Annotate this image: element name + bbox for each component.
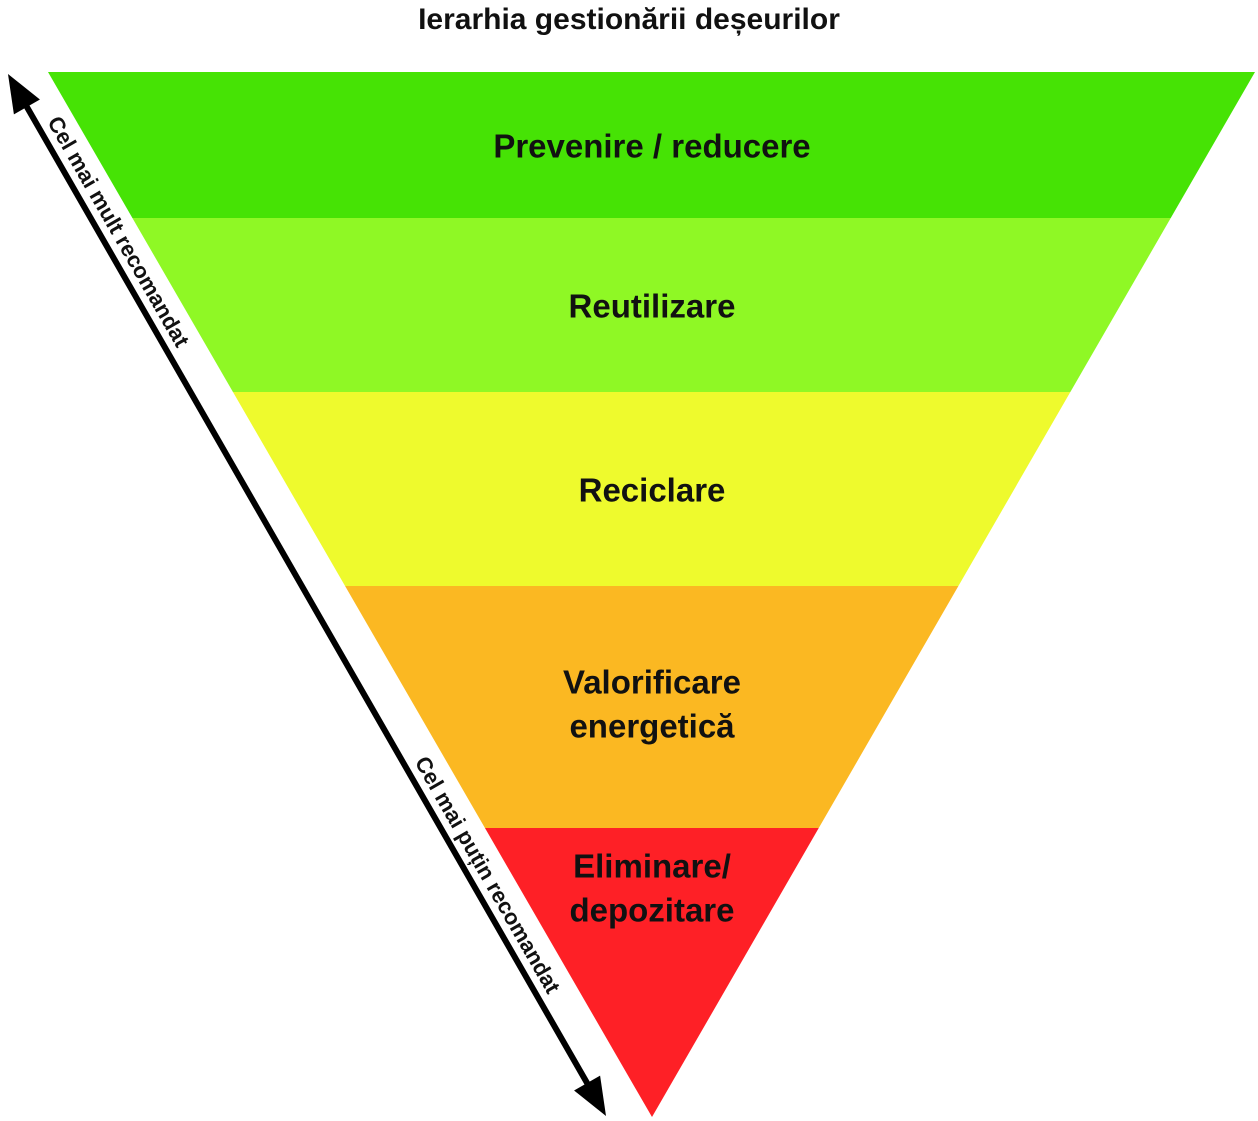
arrow-head-bottom [574,1075,606,1116]
level-label-valorificare: Valorificare [563,664,741,701]
level-label-eliminare: Eliminare/ [573,848,731,885]
level-1-band [48,72,1255,218]
pyramid-levels: Prevenire / reducereReutilizareReciclare… [48,72,1255,1117]
level-label-reciclare: Reciclare [579,472,726,509]
arrow-head-top [8,74,40,115]
arrow-shaft [20,98,594,1092]
level-4-band [345,586,959,828]
level-5-band [484,828,819,1117]
level-label-reutilizare: Reutilizare [569,288,736,325]
diagram-title: Ierarhia gestionării deșeurilor [418,3,840,36]
level-label-prevenire-reducere: Prevenire / reducere [493,128,810,165]
level-label-energetica: energetică [569,708,735,745]
level-3-band [232,392,1071,586]
level-2-band [132,218,1171,392]
level-label-depozitare: depozitare [569,892,734,929]
